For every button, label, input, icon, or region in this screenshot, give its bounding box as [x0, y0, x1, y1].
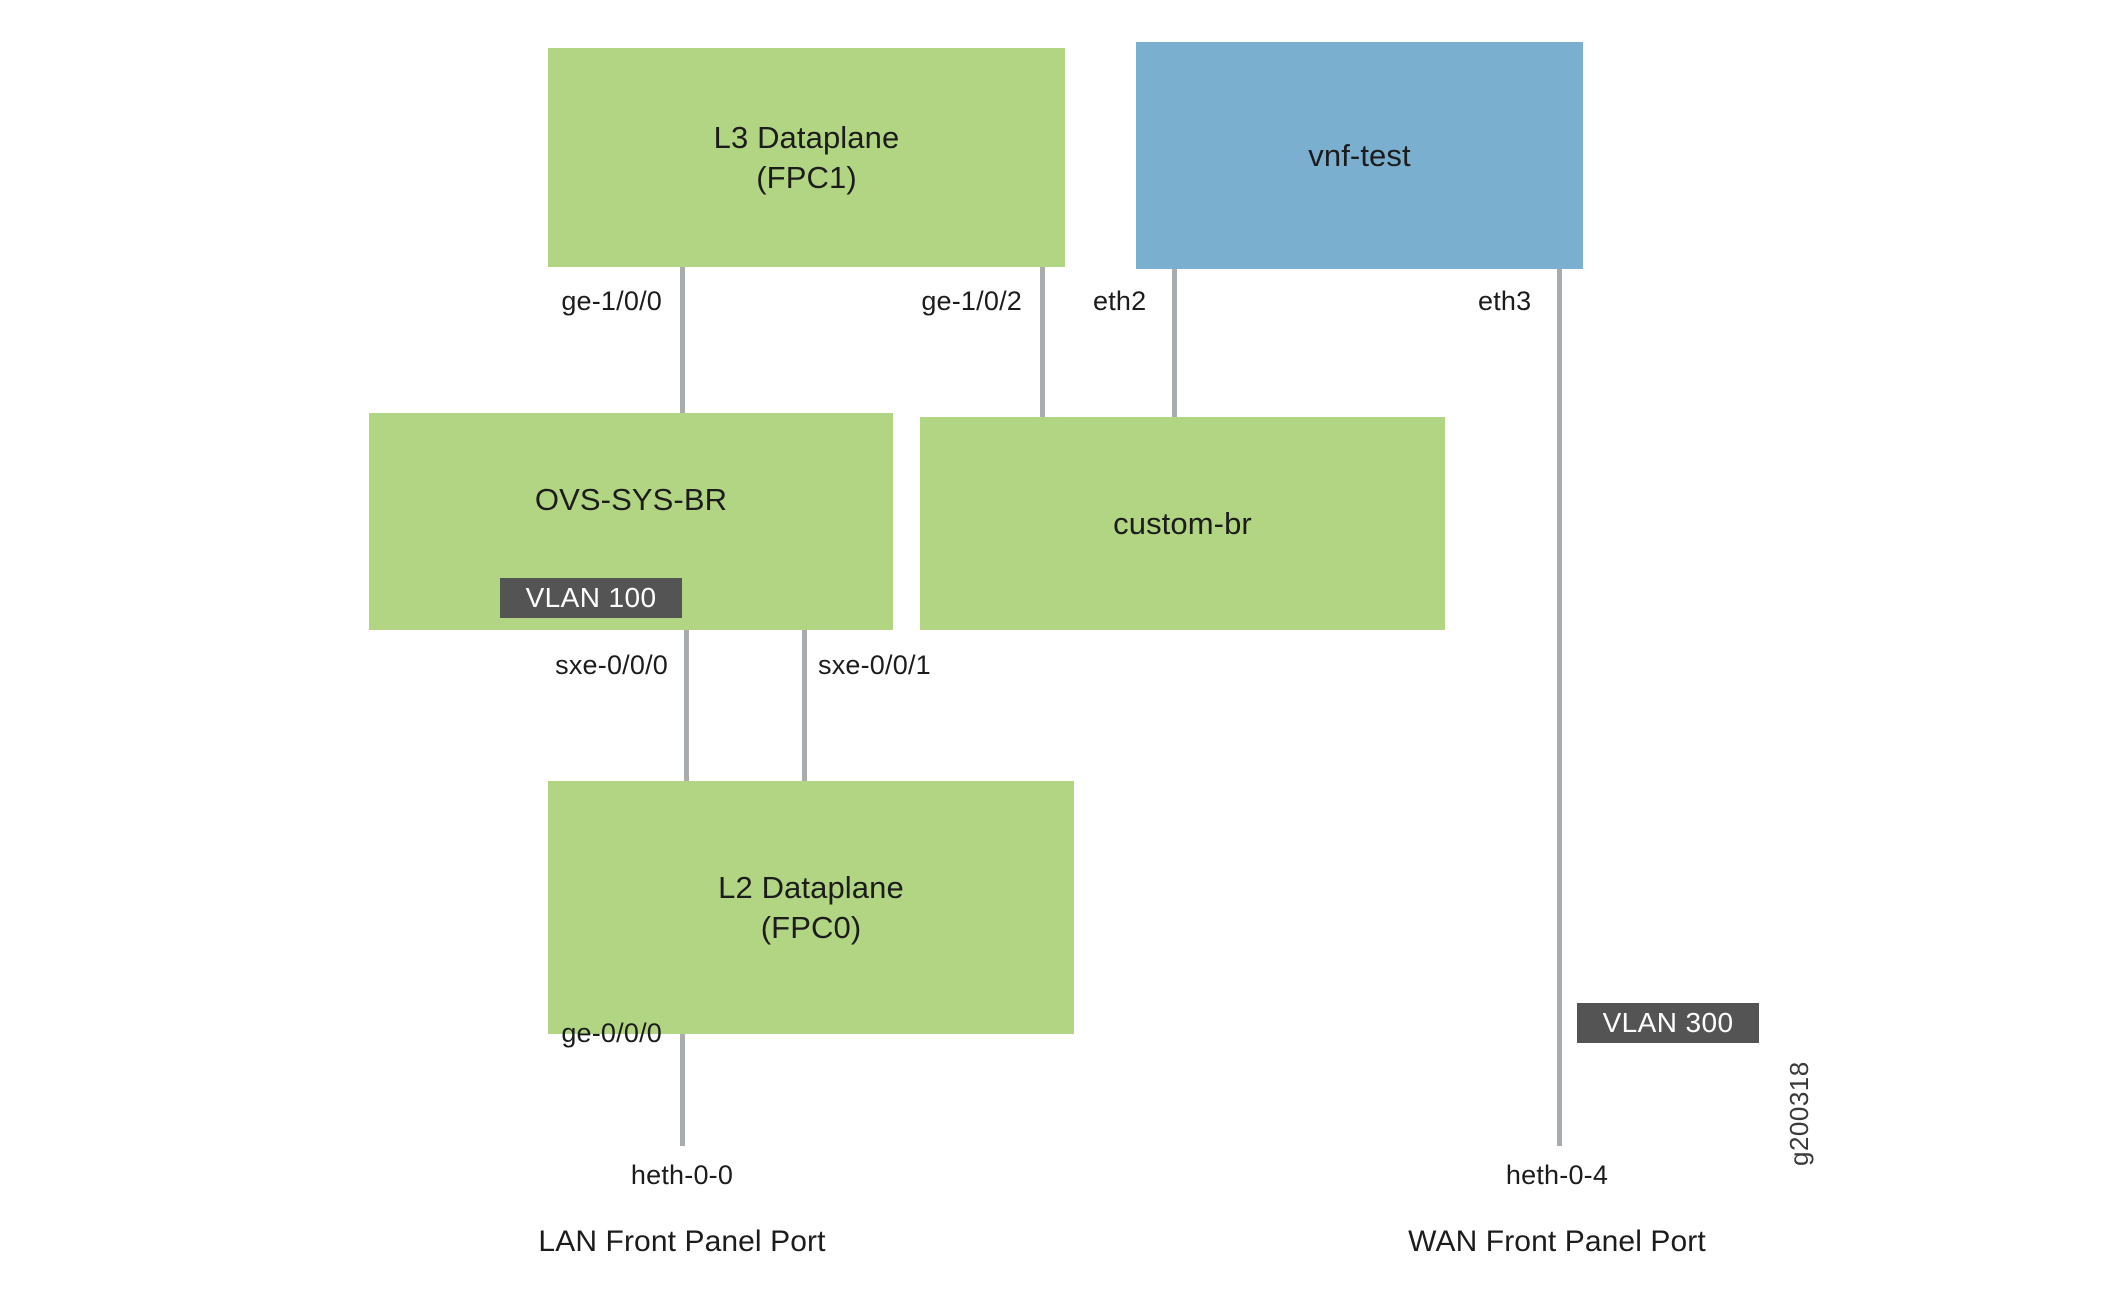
node-l3-dataplane-label-line2: (FPC1) [756, 159, 857, 195]
link-ge-1-0-0 [680, 267, 685, 413]
endpoint-lan-interface: heth-0-0 [630, 1160, 734, 1190]
link-sxe-0-0-0 [684, 630, 689, 781]
link-ge-1-0-2 [1040, 267, 1045, 419]
node-vnf-test[interactable]: vnf-test [1136, 42, 1583, 269]
port-label-sxe-0-0-1: sxe-0/0/1 [818, 650, 931, 680]
port-label-sxe-0-0-0: sxe-0/0/0 [555, 650, 668, 680]
link-eth2 [1172, 269, 1177, 419]
node-ovs-sys-br-label: OVS-SYS-BR [534, 481, 728, 517]
node-l3-dataplane[interactable]: L3 Dataplane (FPC1) [548, 48, 1065, 267]
node-vnf-test-label: vnf-test [1308, 137, 1411, 173]
port-label-eth2: eth2 [1093, 286, 1147, 316]
port-label-ge-1-0-2: ge-1/0/2 [921, 286, 1022, 316]
link-sxe-0-0-1 [802, 630, 807, 781]
endpoint-lan-caption: LAN Front Panel Port [538, 1225, 826, 1258]
port-label-ge-1-0-0: ge-1/0/0 [561, 286, 662, 316]
endpoint-wan-interface: heth-0-4 [1505, 1160, 1609, 1190]
node-l3-dataplane-label-line1: L3 Dataplane [713, 119, 900, 155]
port-label-eth3: eth3 [1478, 286, 1532, 316]
link-ge-0-0-0 [680, 1034, 685, 1146]
node-l2-dataplane-label-line2: (FPC0) [760, 909, 862, 945]
node-l2-dataplane[interactable]: L2 Dataplane (FPC0) [548, 781, 1074, 1034]
badge-vlan-100: VLAN 100 [500, 578, 682, 618]
figure-id-label: g200318 [1784, 1061, 1814, 1166]
node-l2-dataplane-label-line1: L2 Dataplane [718, 869, 904, 905]
port-label-ge-0-0-0: ge-0/0/0 [561, 1018, 662, 1048]
link-eth3 [1557, 269, 1562, 1146]
node-custom-br-label: custom-br [1113, 505, 1252, 541]
endpoint-wan-caption: WAN Front Panel Port [1408, 1225, 1706, 1258]
badge-vlan-300: VLAN 300 [1577, 1003, 1759, 1043]
node-custom-br[interactable]: custom-br [920, 417, 1445, 630]
